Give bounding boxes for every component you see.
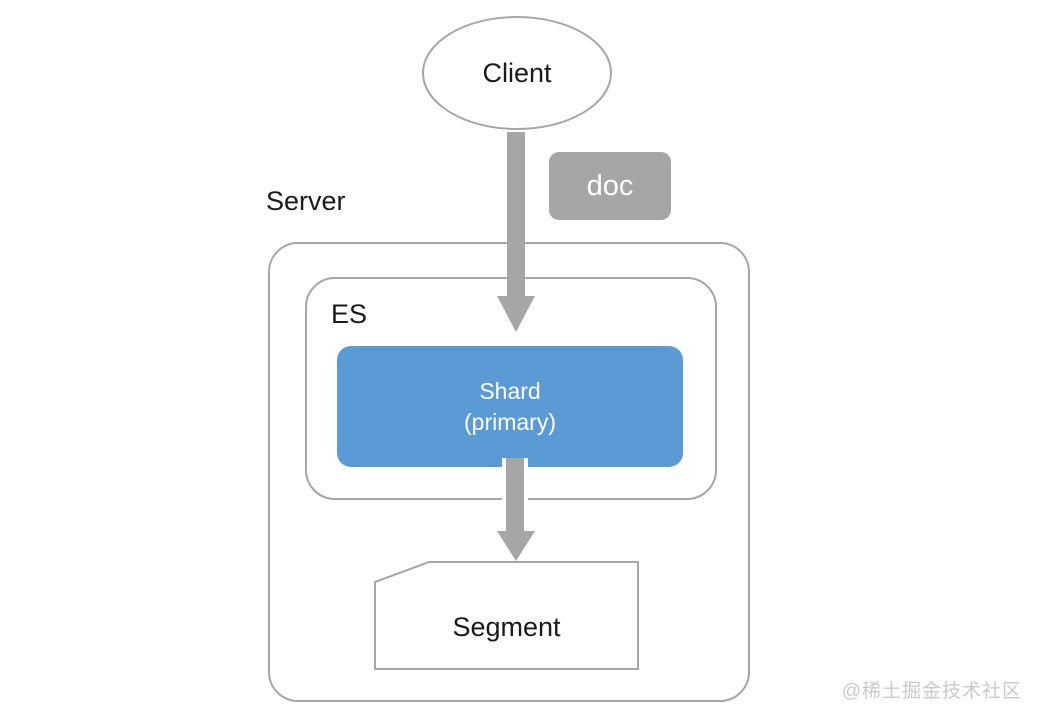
watermark: @稀土掘金技术社区 [841,681,1022,702]
client-label: Client [482,57,552,88]
segment-label: Segment [452,612,561,642]
segment-node-shape [374,561,639,670]
client-node: Client [422,16,612,130]
arrow-down-shaft-shard-to-segment [502,458,528,532]
doc-label: doc [586,169,634,202]
server-label: Server [266,186,346,216]
arrow-down-shaft-client-to-shard [507,132,525,296]
es-label: ES [331,299,368,329]
shard-label-line1: Shard [479,377,541,404]
arrow-down-icon-shard-to-segment [497,531,535,561]
shard-primary-node: Shard (primary) [337,346,683,467]
arrow-down-icon-client-to-shard [497,296,535,332]
doc-badge: doc [549,152,671,220]
shard-label-line2: (primary) [464,408,556,435]
